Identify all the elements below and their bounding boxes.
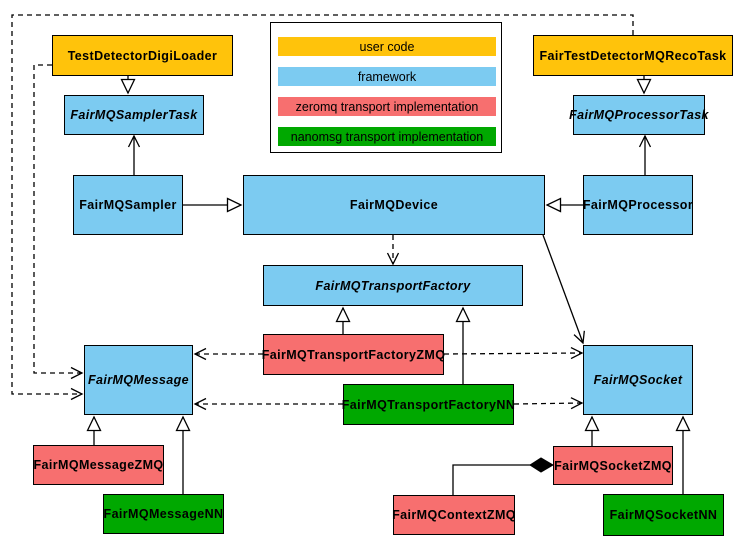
node-fairmq-socket-zmq: FairMQSocketZMQ: [553, 446, 673, 485]
node-fairmq-transport-factory: FairMQTransportFactory: [263, 265, 523, 306]
node-fairmq-message-zmq: FairMQMessageZMQ: [33, 445, 164, 485]
node-fairmq-socket: FairMQSocket: [583, 345, 693, 415]
legend-label: user code: [359, 39, 415, 54]
node-fairmq-processor-task: FairMQProcessorTask: [569, 95, 709, 135]
node-fairmq-sampler-task: FairMQSamplerTask: [64, 95, 204, 135]
node-fairmq-socket-nn: FairMQSocketNN: [603, 494, 724, 536]
node-fairmq-message-nn: FairMQMessageNN: [103, 494, 224, 534]
composition-diamond: [529, 457, 554, 473]
node-fairmq-processor: FairMQProcessor: [583, 175, 693, 235]
node-fairmq-transport-factory-zmq: FairMQTransportFactoryZMQ: [262, 334, 445, 375]
node-test-detector-digi-loader: TestDetectorDigiLoader: [52, 35, 233, 76]
node-fairmq-device: FairMQDevice: [243, 175, 545, 235]
legend-item-nanomsg: nanomsg transport implementation: [278, 127, 496, 146]
edge-contextzmq-socketzmq: [452, 464, 531, 495]
legend-label: nanomsg transport implementation: [290, 129, 484, 144]
edge-digiloader-message: [33, 64, 84, 380]
legend: user code framework zeromq transport imp…: [270, 22, 502, 153]
node-fairmq-sampler: FairMQSampler: [73, 175, 183, 235]
legend-item-zeromq: zeromq transport implementation: [278, 97, 496, 116]
node-fairmq-context-zmq: FairMQContextZMQ: [392, 495, 515, 535]
node-fairmq-message: FairMQMessage: [84, 345, 193, 415]
edge-device-socket: [542, 234, 585, 345]
edge-recotask-message: [11, 14, 634, 401]
legend-label: framework: [357, 69, 417, 84]
legend-item-user-code: user code: [278, 37, 496, 56]
legend-item-framework: framework: [278, 67, 496, 86]
legend-label: zeromq transport implementation: [295, 99, 479, 114]
node-fair-test-detector-mq-reco-task: FairTestDetectorMQRecoTask: [533, 35, 733, 76]
edge-tfnn-socket: [513, 397, 584, 410]
node-fairmq-transport-factory-nn: FairMQTransportFactoryNN: [342, 384, 515, 425]
edge-tfzmq-socket: [443, 346, 584, 360]
